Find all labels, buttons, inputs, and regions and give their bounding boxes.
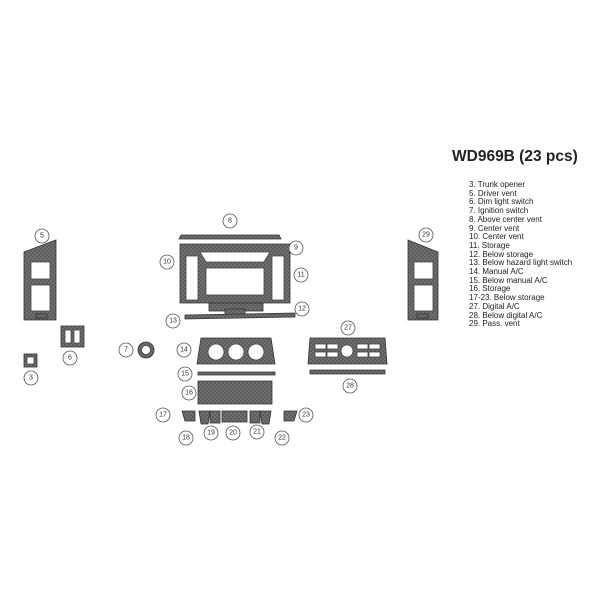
- legend-item: 5. Driver vent: [469, 188, 517, 198]
- part-21-below-storage: [249, 410, 261, 424]
- svg-text:29: 29: [422, 232, 430, 239]
- legend-item: 28. Below digital A/C: [469, 310, 543, 320]
- legend-item: 17-23. Below storage: [469, 293, 545, 303]
- callout-5: 5: [34, 228, 50, 244]
- svg-text:10: 10: [163, 259, 171, 266]
- callout-18: 18: [178, 430, 194, 446]
- svg-text:19: 19: [207, 430, 215, 437]
- part-20-below-storage: [221, 410, 248, 423]
- svg-text:20: 20: [229, 430, 237, 437]
- svg-text:7: 7: [124, 347, 128, 354]
- svg-text:11: 11: [297, 272, 304, 279]
- part-16-storage: [197, 380, 273, 405]
- callout-22: 22: [274, 430, 290, 446]
- callout-6: 6: [62, 350, 78, 366]
- svg-text:27: 27: [344, 325, 352, 332]
- legend-item: 27. Digital A/C: [469, 301, 520, 311]
- legend-item: 11. Storage: [469, 240, 510, 250]
- part-18-below-storage: [198, 410, 211, 425]
- part-23-below-storage: [283, 410, 298, 422]
- svg-text:5: 5: [40, 233, 44, 240]
- part-29-pass-vent: [407, 239, 439, 321]
- part-27-digital-ac: [307, 337, 388, 365]
- callout-29: 29: [418, 227, 434, 243]
- part-7-ignition-switch: [137, 341, 155, 359]
- callout-14: 14: [176, 342, 192, 358]
- callout-12: 12: [294, 301, 310, 317]
- svg-text:18: 18: [182, 435, 190, 442]
- kit-title: WD969B (23 pcs): [452, 148, 578, 165]
- legend-item: 10. Center vent: [469, 232, 524, 242]
- part-28-below-digital-ac: [309, 369, 386, 375]
- legend-item: 3. Trunk opener: [469, 180, 526, 189]
- svg-text:9: 9: [294, 245, 298, 252]
- parts-legend: 3. Trunk opener 5. Driver vent 6. Dim li…: [469, 180, 573, 329]
- callout-10: 10: [159, 254, 175, 270]
- legend-item: 14. Manual A/C: [469, 267, 524, 277]
- callout-20: 20: [225, 425, 241, 441]
- part-22-below-storage: [259, 410, 272, 425]
- svg-text:13: 13: [169, 318, 177, 325]
- legend-item: 6. Dim light switch: [469, 197, 534, 207]
- legend-item: 29. Pass. vent: [469, 319, 520, 329]
- part-8-above-center-vent: [178, 234, 282, 240]
- callout-11: 11: [293, 267, 309, 283]
- part-14-manual-ac: [196, 337, 276, 365]
- legend-item: 16. Storage: [469, 284, 511, 294]
- part-9-10-11-center-frame: [179, 243, 291, 304]
- svg-text:17: 17: [159, 412, 167, 419]
- svg-text:21: 21: [253, 429, 261, 436]
- part-12-below-storage: [208, 302, 264, 316]
- svg-text:12: 12: [298, 306, 306, 313]
- part-6-dim-light-switch: [60, 325, 85, 348]
- svg-text:3: 3: [29, 375, 33, 382]
- svg-text:28: 28: [346, 383, 354, 390]
- callout-23: 23: [298, 407, 314, 423]
- svg-text:22: 22: [278, 435, 286, 442]
- callout-9: 9: [288, 240, 304, 256]
- callout-28: 28: [342, 378, 358, 394]
- svg-text:15: 15: [181, 371, 189, 378]
- svg-text:6: 6: [68, 355, 72, 362]
- callout-8: 8: [222, 213, 238, 229]
- part-13-below-hazard-switch: [184, 312, 296, 320]
- legend-item: 7. Ignition switch: [469, 206, 529, 216]
- callout-21: 21: [249, 424, 265, 440]
- legend-item: 12. Below storage: [469, 249, 534, 259]
- svg-text:23: 23: [302, 412, 310, 419]
- part-17-below-storage: [181, 410, 196, 422]
- svg-text:16: 16: [185, 390, 193, 397]
- callout-17: 17: [155, 407, 171, 423]
- part-5-driver-vent: [23, 239, 57, 321]
- callout-15: 15: [177, 366, 193, 382]
- callout-27: 27: [340, 320, 356, 336]
- svg-text:8: 8: [228, 218, 232, 225]
- callout-19: 19: [203, 425, 219, 441]
- part-15-below-manual-ac: [197, 371, 276, 376]
- legend-item: 13. Below hazard light switch: [469, 258, 573, 268]
- legend-item: 15. Below manual A/C: [469, 275, 548, 285]
- part-3-trunk-opener: [23, 353, 38, 368]
- callout-3: 3: [23, 370, 39, 386]
- callout-7: 7: [118, 342, 134, 358]
- part-19-below-storage: [209, 410, 221, 424]
- svg-text:14: 14: [180, 347, 188, 354]
- callout-16: 16: [181, 385, 197, 401]
- callout-13: 13: [165, 313, 181, 329]
- legend-item: 9. Center vent: [469, 223, 520, 233]
- legend-item: 8. Above center vent: [469, 214, 542, 224]
